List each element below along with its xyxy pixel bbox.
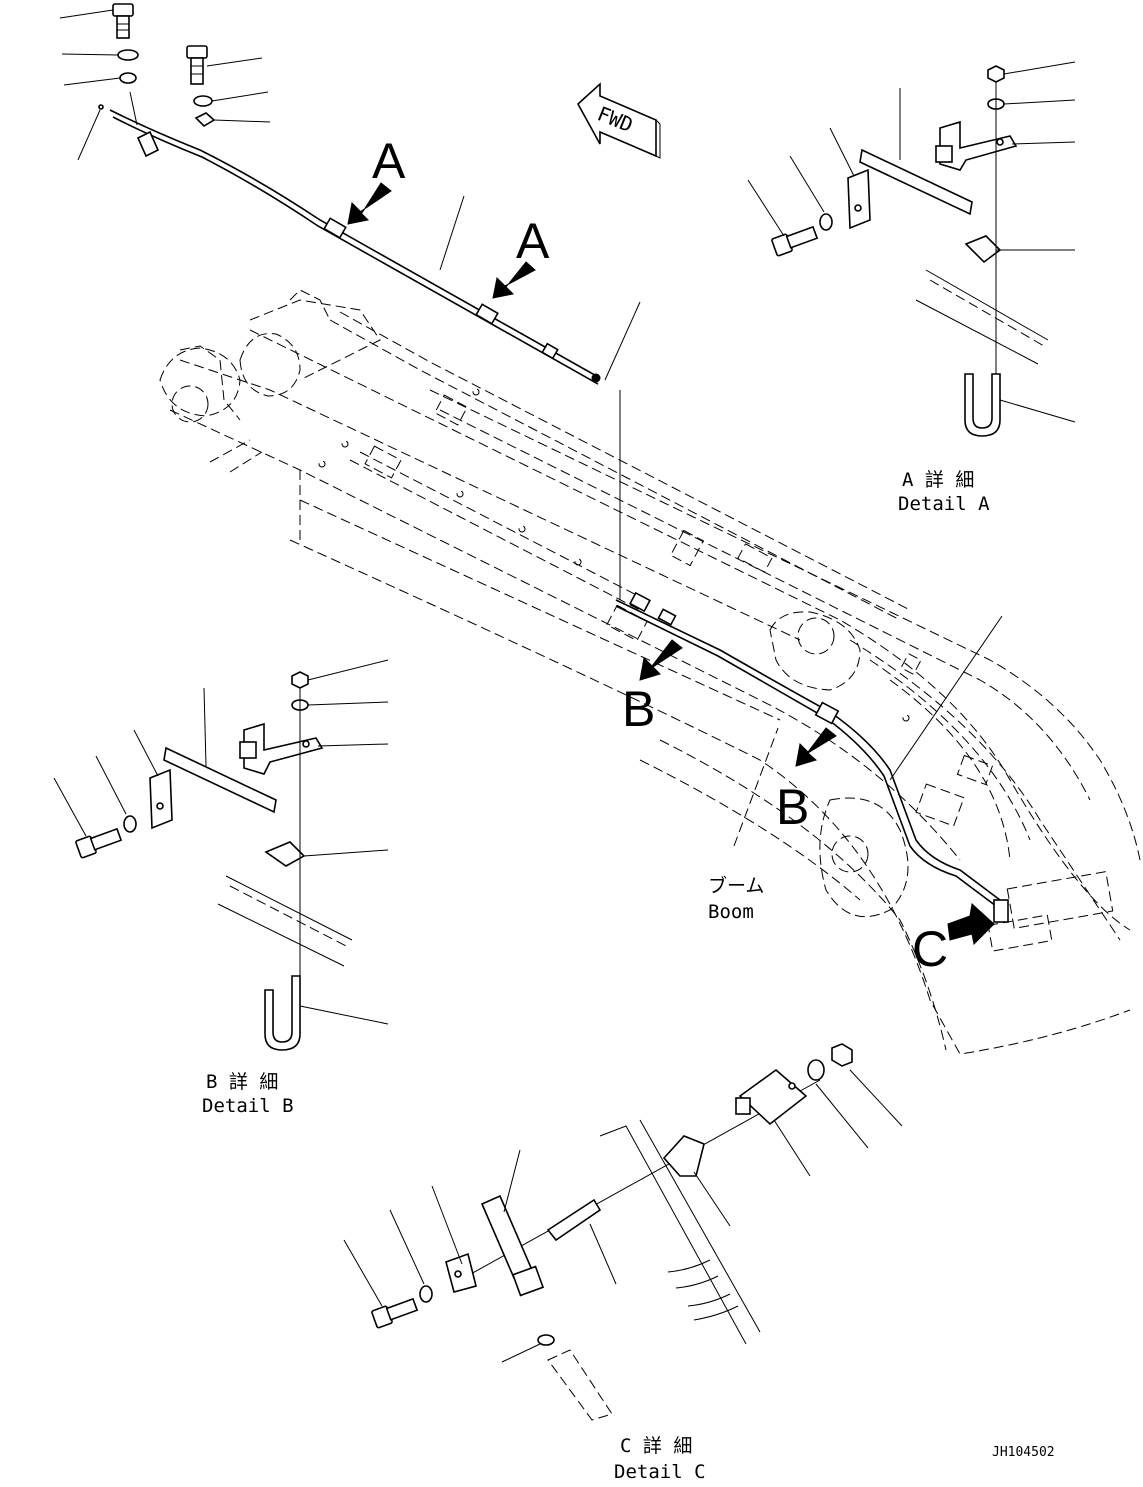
clip-icon [194, 112, 216, 128]
detail-b-en: Detail B [202, 1095, 294, 1117]
detail-c-en: Detail C [614, 1461, 706, 1483]
spacer-icon [847, 168, 871, 230]
drawing-number: JH104502 [992, 1445, 1055, 1460]
o-ring-icon [537, 1334, 555, 1346]
arrow-icon [492, 261, 536, 299]
bracket-icon [243, 722, 324, 775]
detail-b: B 詳 細 Detail B [53, 659, 389, 1117]
view-marker-c: C [912, 921, 948, 977]
bolt-icon [112, 3, 134, 39]
boom-assembly: B B C ブーム Boom [159, 289, 1141, 1055]
washer-icon [819, 213, 833, 231]
washer-icon [419, 1285, 433, 1303]
cushion-icon [264, 841, 306, 867]
detail-c-jp: C 詳 細 [620, 1435, 692, 1457]
cushion-icon [964, 235, 1002, 264]
nut-icon [831, 1043, 853, 1067]
u-bolt-icon [964, 373, 1001, 437]
detail-a-jp: A 詳 細 [902, 469, 974, 491]
nut-icon [291, 671, 309, 689]
spacer-icon [149, 768, 173, 830]
bolt-icon [771, 225, 819, 257]
boom-foot-pivot [159, 289, 381, 423]
arrow-icon [347, 182, 392, 225]
u-bolt-icon [264, 975, 301, 1051]
arrow-icon [947, 903, 995, 946]
bolt-icon [371, 1297, 419, 1329]
hose-icon [480, 1194, 534, 1280]
top-pipe-assembly: A A [59, 3, 641, 600]
bolt-icon [186, 45, 208, 85]
view-marker-b: B [622, 681, 655, 737]
arrow-icon [639, 639, 683, 681]
washer-icon [123, 815, 137, 833]
detail-a: A 詳 細 Detail A [747, 61, 1076, 515]
bracket-icon [939, 120, 1018, 171]
washer-icon [807, 1059, 825, 1081]
cushion-icon [662, 1135, 705, 1177]
plate-icon [859, 148, 973, 216]
clamp-block-icon [738, 1068, 808, 1126]
view-marker-a: A [516, 213, 550, 269]
arrow-icon [795, 727, 837, 767]
nut-icon [987, 65, 1005, 83]
view-marker-b: B [776, 779, 809, 835]
boom-top-pivot [769, 611, 909, 918]
washer-icon [117, 49, 139, 61]
detail-b-jp: B 詳 細 [206, 1071, 278, 1093]
stud-icon [546, 1198, 602, 1242]
view-marker-a: A [372, 133, 406, 189]
boom-label-en: Boom [708, 901, 754, 923]
detail-c: C 詳 細 Detail C [343, 1043, 903, 1483]
fwd-arrow: FWD [576, 82, 661, 159]
washer-icon [119, 72, 137, 84]
boom-label-jp: ブーム [708, 874, 764, 897]
detail-a-en: Detail A [898, 493, 990, 515]
plate-icon [163, 746, 277, 814]
washer-icon [193, 95, 213, 107]
bolt-icon [75, 827, 123, 859]
